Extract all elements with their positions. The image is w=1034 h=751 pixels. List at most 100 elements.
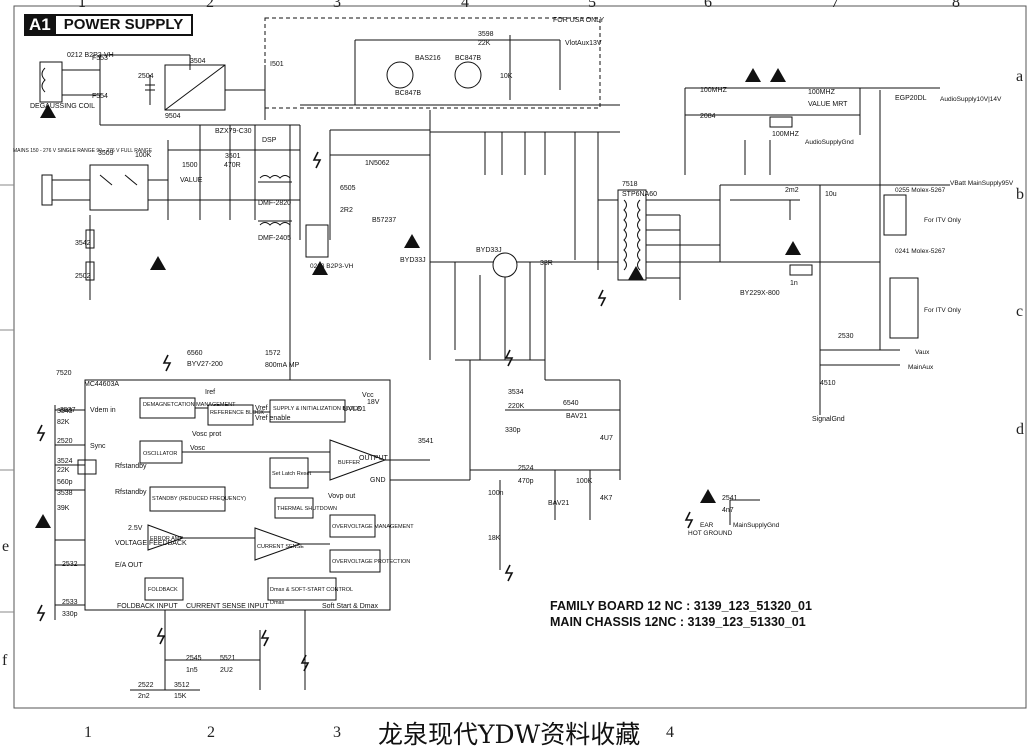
pin-18v: 18V <box>367 399 380 406</box>
grid-col-5: 5 <box>588 0 596 11</box>
val-3547: 2R2 <box>340 207 353 214</box>
family-board-nc: FAMILY BOARD 12 NC : 3139_123_51320_01 <box>550 599 812 613</box>
grid-col-bottom-1: 1 <box>84 724 92 741</box>
hot-ground-icon <box>684 511 694 529</box>
pin-csense: CURRENT SENSE INPUT <box>186 603 269 610</box>
connector-0255 <box>883 194 907 236</box>
grid-row-d: d <box>1016 421 1024 438</box>
warning-icon <box>628 266 644 280</box>
pin-output: OUTPUT <box>359 455 389 462</box>
out-ear: EAR <box>700 522 714 529</box>
ref-9500: 3509 <box>98 150 114 157</box>
hot-ground-icon <box>597 289 607 307</box>
mosfet-7518 <box>492 252 518 278</box>
val-1572: 1n <box>790 280 798 287</box>
hot-ground-icon <box>162 354 172 372</box>
usa-only-note: FOR USA ONLY <box>553 17 605 24</box>
block-thermal <box>274 497 314 519</box>
ref-2520: 3543 <box>57 408 73 415</box>
pin-sync: Sync <box>90 443 106 450</box>
label-standby: STANDBY (REDUCED FREQUENCY) <box>152 496 246 502</box>
pin-uvlo1: UVLO1 <box>343 406 366 413</box>
val-6537: 100K <box>576 478 593 485</box>
hot-ground-icon <box>36 604 46 622</box>
transistor-7590 <box>454 61 482 89</box>
val-5550: 2m2 <box>785 187 799 194</box>
val-1500: VALUE <box>180 177 203 184</box>
mains-plug <box>41 174 53 206</box>
ref-2529: 1572 <box>265 350 281 357</box>
fuse-1572 <box>789 264 813 276</box>
conn-0255: 0255 Molex-5267 <box>895 187 946 194</box>
block-ovp <box>329 549 381 573</box>
hot-ground-icon <box>504 564 514 582</box>
hot-ground-icon <box>156 627 166 645</box>
warning-icon <box>40 104 56 118</box>
ref-3524: 2520 <box>57 438 73 445</box>
val-3540: 18K <box>488 535 501 542</box>
schematic-title: A1 POWER SUPPLY <box>24 14 194 36</box>
val-3537: BYV27-200 <box>187 361 223 368</box>
ref-2522: 5521 <box>220 655 236 662</box>
ref-3532: 3538 <box>57 490 73 497</box>
pin-vfb: VOLTAGE FEEDBACK <box>115 540 187 547</box>
ref-5545: 7518 <box>622 181 638 188</box>
grid-col-4: 4 <box>461 0 469 11</box>
val-5570: 2084 <box>700 113 716 120</box>
grid-row-b: b <box>1016 186 1024 203</box>
fuse-1571 <box>769 116 793 128</box>
block-buffer <box>329 439 387 481</box>
pin-gnd: GND <box>370 477 386 484</box>
val-2537: BAV21 <box>548 500 569 507</box>
label-latch: Set Latch Reset <box>272 471 312 477</box>
val-6560: BY229X-800 <box>740 290 780 297</box>
ref-I501: I501 <box>270 61 284 68</box>
ref-2504: 2504 <box>138 73 154 80</box>
mains-label: MAINS 150 - 276 V SINGLE RANGE 90 - 276 … <box>13 148 153 154</box>
out-mainaux: MainAux <box>908 364 934 371</box>
pin-dmax: Dmax <box>270 600 285 606</box>
val-7590: BC847B <box>455 55 481 62</box>
label-P2 <box>77 459 97 475</box>
val-5572: 100MHZ <box>700 87 728 94</box>
val-3598: 22K <box>478 40 491 47</box>
ref-4510: 2530 <box>838 333 854 340</box>
ref-3505: DSP <box>262 137 277 144</box>
ref-0212: 0212 B2P3-VH <box>67 52 114 59</box>
label-oscillator: OSCILLATOR <box>143 451 177 457</box>
pin-foldback: FOLDBACK INPUT <box>117 603 178 610</box>
grid-row-f: f <box>2 652 8 669</box>
ic-ref: 7520 <box>56 370 72 377</box>
val-2520: 82K <box>57 419 70 426</box>
val-1571: 100MHZ <box>772 131 800 138</box>
pin-iref: Iref <box>205 389 215 396</box>
val-6540: 330p <box>505 427 521 434</box>
conn-0213: 0213 B2P3-VH <box>310 263 354 270</box>
warning-icon <box>700 489 716 503</box>
ref-3537: 6560 <box>187 350 203 357</box>
val-5540: BAV21 <box>566 413 587 420</box>
ref-2502: 2502 <box>75 273 91 280</box>
usa-only-region <box>264 17 601 109</box>
warning-icon <box>404 234 420 248</box>
label-ovm: OVERVOLTAGE MANAGEMENT <box>332 524 414 530</box>
grid-col-8: 8 <box>952 0 960 11</box>
val-3534: 330p <box>62 611 78 618</box>
ref-2561: 4510 <box>820 380 836 387</box>
val-3501: 470R <box>224 162 241 169</box>
ref-7518: BYD33J <box>476 247 502 254</box>
ref-3543: 3537 <box>60 407 76 414</box>
val-3548: B57237 <box>372 217 396 224</box>
label-current: CURRENT SENSE <box>257 544 304 550</box>
grid-col-6: 6 <box>704 0 712 11</box>
block-error <box>147 524 185 551</box>
section-title: POWER SUPPLY <box>55 14 194 36</box>
out-audio-gnd: AudioSupplyGnd <box>805 139 854 146</box>
label-foldback: FOLDBACK <box>148 587 178 593</box>
grid-col-bottom-3: 3 <box>333 724 341 741</box>
degaussing-label: DEGAUSSING COIL <box>30 103 95 110</box>
label-buffer: BUFFER <box>338 460 360 466</box>
hot-ground-icon <box>36 424 46 442</box>
val-3513: 15K <box>174 693 187 700</box>
